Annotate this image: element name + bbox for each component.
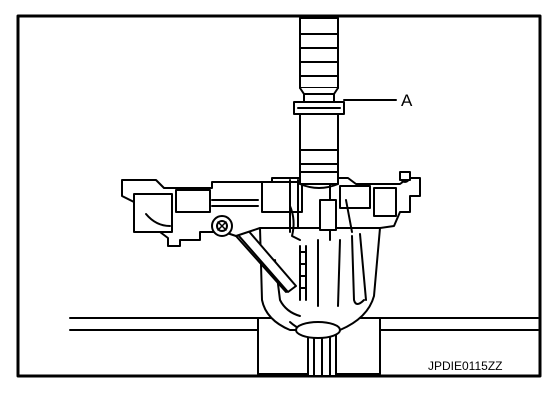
main-plate [121, 171, 421, 247]
callout-label-a: A [401, 91, 413, 110]
shaft [299, 17, 339, 189]
bolt-icon [211, 215, 233, 237]
snap-ring [293, 101, 345, 115]
figure-border [16, 14, 542, 378]
figure-code: JPDIE0115ZZ [428, 359, 502, 373]
support-housing [259, 227, 381, 339]
